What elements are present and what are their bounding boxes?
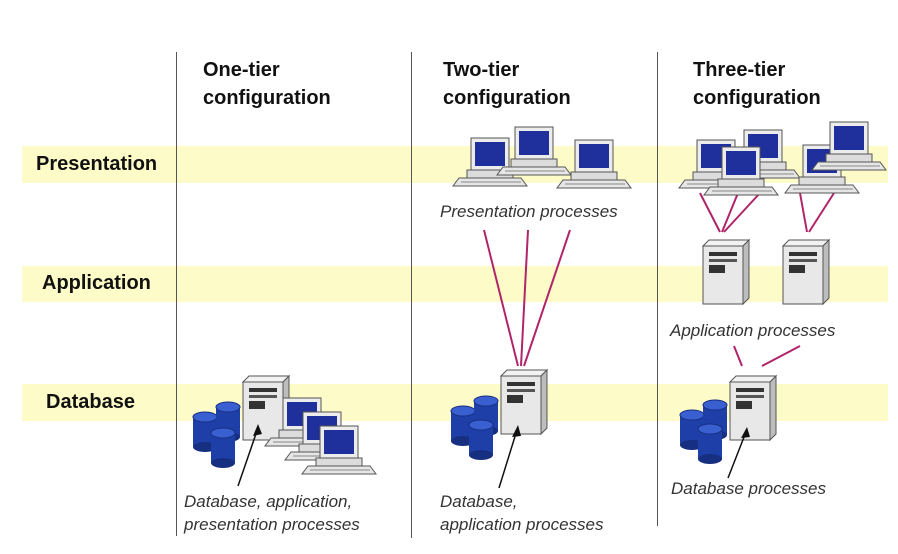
column-title-line: configuration (693, 87, 821, 109)
caption-line: presentation processes (184, 515, 360, 534)
caption-two-tier-presentation: Presentation processes (440, 202, 618, 221)
caption-three-tier-application: Application processes (670, 321, 836, 340)
database-icon (192, 401, 241, 469)
row-label-application: Application (42, 272, 151, 294)
application-server-icon (782, 239, 830, 305)
pointer-arrow (237, 427, 259, 487)
caption-one-tier: Database, application, presentation proc… (184, 490, 360, 536)
column-title-line: One-tier (203, 59, 280, 81)
caption-line: Database, application, (184, 492, 353, 511)
workstation-icon (556, 139, 632, 189)
caption-two-tier-database: Database, application processes (440, 490, 603, 536)
server-icon (729, 375, 777, 441)
column-divider (411, 52, 412, 538)
column-title-two-tier: Two-tier configuration (443, 56, 571, 112)
column-title-line: configuration (443, 87, 571, 109)
application-server-icon (702, 239, 750, 305)
column-title-three-tier: Three-tier configuration (693, 56, 821, 112)
row-label-presentation: Presentation (36, 153, 158, 175)
caption-three-tier-database: Database processes (671, 479, 826, 498)
connector-lines (699, 192, 835, 367)
column-title-line: configuration (203, 87, 331, 109)
column-title-line: Two-tier (443, 59, 520, 81)
column-divider (657, 52, 658, 526)
pointer-arrowhead (512, 425, 521, 437)
database-icon (679, 399, 728, 465)
pointer-arrowhead (253, 424, 262, 436)
connector-lines (483, 229, 571, 367)
column-title-line: Three-tier (693, 59, 786, 81)
column-divider (176, 52, 177, 536)
column-title-one-tier: One-tier configuration (203, 56, 331, 112)
server-icon (500, 369, 548, 435)
database-icon (450, 395, 499, 461)
caption-line: Database, (440, 492, 518, 511)
row-label-database: Database (46, 391, 135, 413)
caption-line: application processes (440, 515, 604, 534)
pointer-arrowhead (741, 427, 750, 438)
pointer-arrow (498, 429, 518, 489)
pointer-arrow (727, 431, 747, 479)
